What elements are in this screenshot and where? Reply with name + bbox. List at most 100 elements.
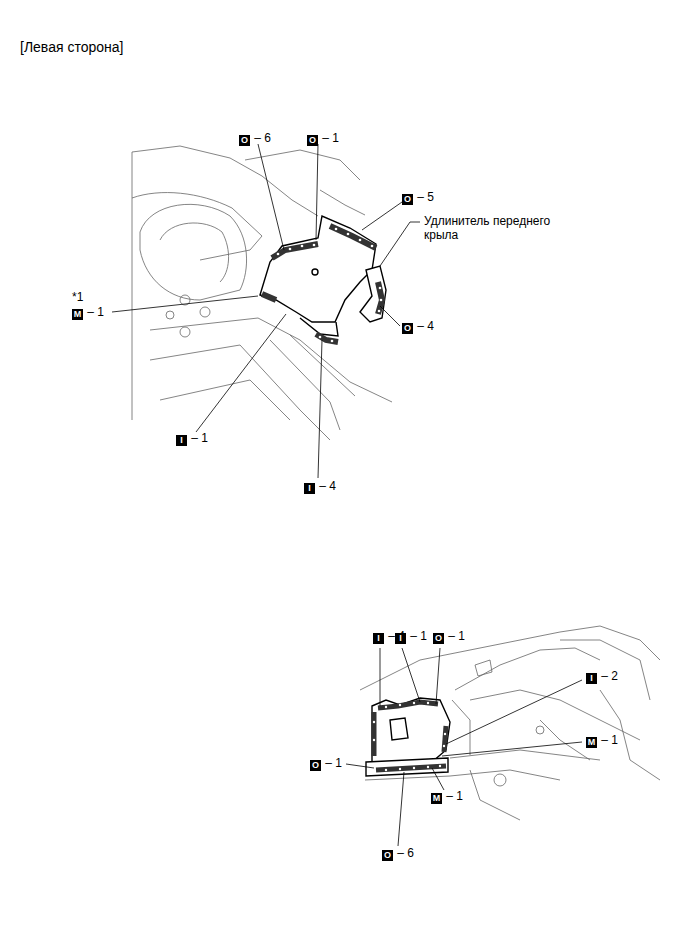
callout-number: M – 1 (72, 305, 104, 320)
leader-line (380, 648, 381, 706)
leader-line (442, 742, 582, 756)
weld-symbol: O (402, 194, 413, 205)
weld-symbol: O (307, 135, 318, 146)
weld-spot (319, 336, 322, 339)
body-outline (494, 774, 506, 786)
callout-number: I – 4 (304, 479, 336, 494)
body-outline (132, 146, 392, 440)
weld-band (378, 282, 382, 314)
weld-band (330, 226, 376, 248)
leader-line (362, 202, 402, 230)
callout-number: I – 1 (395, 629, 427, 644)
weld-symbol: O (382, 850, 393, 861)
weld-band (374, 702, 446, 770)
weld-spot (347, 233, 350, 236)
body-outline (150, 345, 240, 360)
body-outline (450, 750, 600, 760)
weld-symbol: M (586, 737, 597, 748)
weld-spot (443, 745, 445, 747)
page-title: [Левая сторона] (20, 39, 123, 55)
weld-symbol: I (176, 435, 187, 446)
leader-line (346, 648, 582, 846)
callout-number: M – 1 (431, 789, 463, 804)
leader-line (380, 306, 400, 326)
body-outline (475, 660, 492, 676)
callout-number: O – 1 (310, 756, 342, 771)
body-outline (132, 146, 318, 216)
callout-number: O – 6 (239, 131, 271, 146)
leader-line (316, 144, 318, 240)
body-outline (360, 626, 660, 820)
body-outline (452, 700, 470, 755)
body-outline (200, 236, 262, 260)
body-outline (240, 345, 330, 440)
weld-band (262, 226, 382, 342)
leader-line (112, 296, 258, 312)
weld-symbol: O (239, 135, 250, 146)
callout-text: – 5 (414, 190, 434, 204)
callout-number: O – 6 (382, 846, 414, 861)
weld-band (272, 244, 318, 258)
callout-text: – 1 (443, 789, 463, 803)
wheel-house-panel (312, 269, 318, 275)
part-name: Удлинитель переднего крыла (424, 214, 569, 242)
leader-line (196, 314, 286, 432)
weld-symbol: I (373, 633, 384, 644)
weld-band (378, 702, 438, 708)
weld-spot (331, 340, 334, 343)
weld-spot (277, 253, 280, 256)
callout-text: – 1 (84, 305, 104, 319)
weld-symbol: I (586, 673, 597, 684)
body-outline (270, 340, 340, 430)
leader-line (346, 764, 374, 768)
leader-line (436, 648, 440, 704)
body-outline (166, 311, 174, 319)
callout-text: – 6 (394, 846, 414, 860)
wheel-house-panel (360, 266, 386, 322)
leader-line (318, 340, 322, 478)
weld-symbol: I (395, 633, 406, 644)
weld-spot (373, 739, 375, 741)
weld-symbol: O (310, 760, 321, 771)
body-outline (160, 380, 290, 420)
callout-number: M – 1 (586, 733, 618, 748)
body-outline (320, 190, 365, 215)
body-outline (470, 690, 640, 740)
weld-symbol: O (402, 323, 413, 334)
callout-number: I – 1 (176, 431, 208, 446)
part-name: *1 (72, 290, 83, 304)
weld-spot (385, 769, 387, 771)
wheel-house-panel (372, 698, 450, 762)
body-outline (160, 223, 229, 282)
body-outline (290, 335, 355, 396)
callout-number: O – 4 (402, 319, 434, 334)
weld-spot (359, 239, 362, 242)
weld-spot (413, 702, 415, 704)
weld-spot (427, 702, 429, 704)
callout-number: I – 2 (586, 669, 618, 684)
weld-spot (380, 299, 383, 302)
callout-text: – 4 (414, 319, 434, 333)
wheel-house-panel (260, 216, 376, 322)
leader-line (398, 772, 404, 846)
callout-text: – 1 (445, 629, 465, 643)
weld-spot (373, 702, 446, 771)
body-outline (245, 150, 360, 180)
callout-text: – 1 (407, 629, 427, 643)
wheel-house-panel (390, 718, 408, 740)
weld-spot (399, 704, 401, 706)
weld-band (262, 294, 276, 300)
weld-symbol: M (431, 793, 442, 804)
weld-band (444, 726, 446, 752)
wheel-house-panel (366, 758, 448, 776)
weld-spot (439, 765, 441, 767)
weld-spot (427, 766, 429, 768)
body-outline (258, 318, 392, 402)
weld-spot (289, 248, 292, 251)
callout-text: – 6 (251, 131, 271, 145)
weld-spot (413, 767, 415, 769)
leader-line (380, 222, 420, 266)
weld-spot (444, 733, 446, 735)
body-outline (560, 640, 650, 700)
